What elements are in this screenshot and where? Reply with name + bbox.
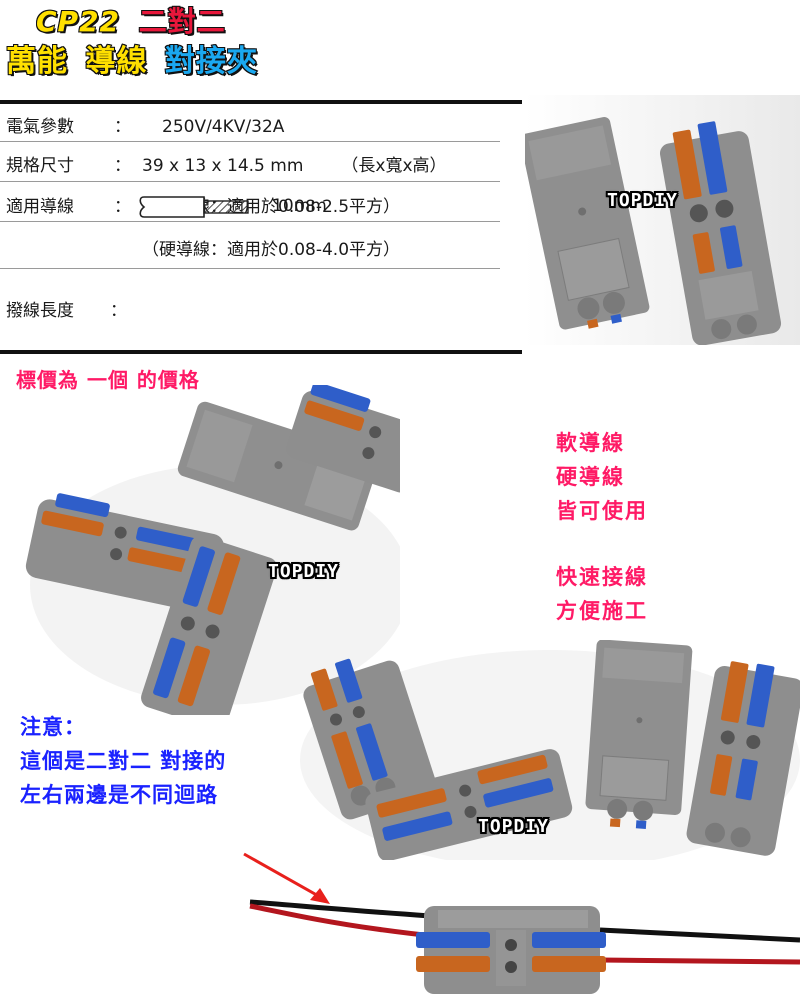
price-note: 標價為 一個 的價格 (16, 368, 200, 392)
connector-pair-photo (520, 95, 800, 346)
spec-value: 250V/4KV/32A (162, 117, 285, 137)
spec-top-rule (0, 100, 522, 104)
title-word-connector: 對接夾 (164, 43, 258, 80)
model-name: CP22 (35, 4, 121, 39)
title-word-universal: 萬能 (5, 43, 68, 80)
spec-value: （硬導線：適用於0.08-4.0平方） (142, 240, 401, 260)
watermark: TOPDIY (268, 561, 340, 582)
spec-row-strip-length: 撥線長度： (6, 296, 138, 321)
title-line-1: CP22 二對二 (35, 2, 226, 42)
divider (0, 181, 500, 182)
divider (0, 268, 500, 269)
notice-line: 左右兩邊是不同迴路 (20, 783, 218, 807)
feature-list-wire-compat: 軟導線 硬導線 皆可使用 (556, 426, 648, 528)
wired-connector-photo (230, 852, 800, 994)
product-photo-wired (230, 840, 800, 1000)
spec-label: 電氣參數 (6, 117, 74, 137)
product-photo-middle: TOPDIY (20, 381, 427, 730)
title-line-2: 萬能 導線 對接夾 (5, 40, 258, 84)
divider (0, 141, 500, 142)
feature-item: 硬導線 (556, 465, 625, 489)
divider (0, 221, 500, 222)
spec-row-dimensions: 規格尺寸：39 x 13 x 14.5 mm（長x寬x高） (6, 151, 447, 176)
connector-set-photo (300, 639, 800, 870)
title-word-wire: 導線 (84, 43, 148, 80)
feature-item: 方便施工 (556, 599, 648, 623)
spec-value: 39 x 13 x 14.5 mm (142, 156, 304, 176)
spec-label: 適用導線 (6, 197, 74, 217)
spec-row-wire-solid: （硬導線：適用於0.08-4.0平方） (6, 235, 400, 260)
feature-item: 皆可使用 (556, 499, 648, 523)
notice-text: 注意： 這個是二對二 對接的 左右兩邊是不同迴路 (20, 710, 226, 812)
product-photo-top-right: TOPDIY (520, 95, 800, 346)
product-photo-lower: TOPDIY (300, 639, 800, 870)
wire-strip-diagram-icon (139, 196, 249, 218)
spec-note: （長x寬x高） (341, 156, 447, 176)
feature-item: 快速接線 (556, 565, 648, 589)
spec-row-electrical: 電氣參數：250V/4KV/32A (6, 112, 284, 137)
notice-line: 這個是二對二 對接的 (20, 749, 227, 773)
feature-list-quick-wiring: 快速接線 方便施工 (556, 560, 648, 628)
spec-label: 規格尺寸 (6, 156, 74, 176)
connector-t-layout-photo (25, 381, 427, 730)
notice-heading: 注意： (20, 715, 86, 739)
connector-type: 二對二 (138, 4, 226, 39)
strip-length-value: 10mm (272, 196, 327, 216)
watermark: TOPDIY (607, 190, 679, 211)
feature-item: 軟導線 (556, 431, 625, 455)
spec-label: 撥線長度 (6, 301, 74, 321)
watermark: TOPDIY (478, 816, 550, 837)
spec-bottom-rule (0, 350, 522, 354)
